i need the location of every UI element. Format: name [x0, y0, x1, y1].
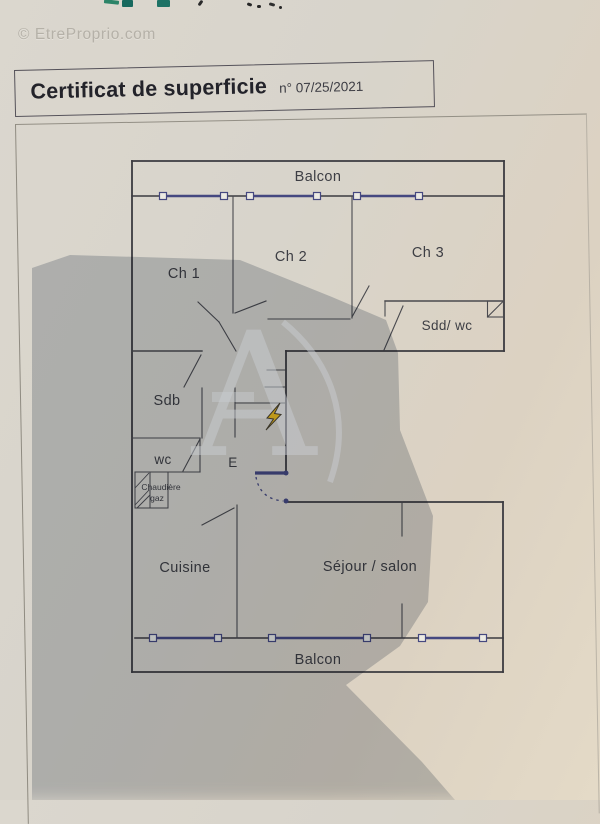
room-label-ch2: Ch 2: [275, 249, 307, 265]
logo-watermark: A: [190, 295, 342, 496]
floor-plan-drawing: A Balcon Ch 1 Ch 2 Ch 3 Sdd/ wc Sdb wc C…: [131, 160, 505, 673]
room-label-gaz: gaz: [150, 493, 164, 503]
room-label-sdb: Sdb: [154, 393, 181, 409]
pen-mark: [157, 0, 170, 7]
photo-of-floor-plan-document: © EtreProprio.com Certificat de superfic…: [14, 0, 600, 824]
room-label-entrance: E: [228, 455, 237, 470]
pen-mark: [122, 0, 133, 7]
room-label-sejour: Séjour / salon: [323, 559, 417, 575]
site-watermark: © EtreProprio.com: [18, 26, 156, 43]
room-label-balcon-bottom: Balcon: [295, 652, 342, 668]
room-label-ch3: Ch 3: [412, 245, 444, 261]
room-label-wc: wc: [153, 452, 171, 467]
pen-mark: [279, 6, 282, 9]
room-label-balcon-top: Balcon: [295, 169, 342, 185]
outer-walls: [131, 160, 505, 673]
room-label-sdd-wc: Sdd/ wc: [422, 318, 473, 333]
room-label-cuisine: Cuisine: [159, 560, 210, 576]
room-label-chaudiere: Chaudière: [141, 482, 180, 492]
pen-mark: [257, 5, 261, 8]
room-label-ch1: Ch 1: [168, 266, 200, 282]
